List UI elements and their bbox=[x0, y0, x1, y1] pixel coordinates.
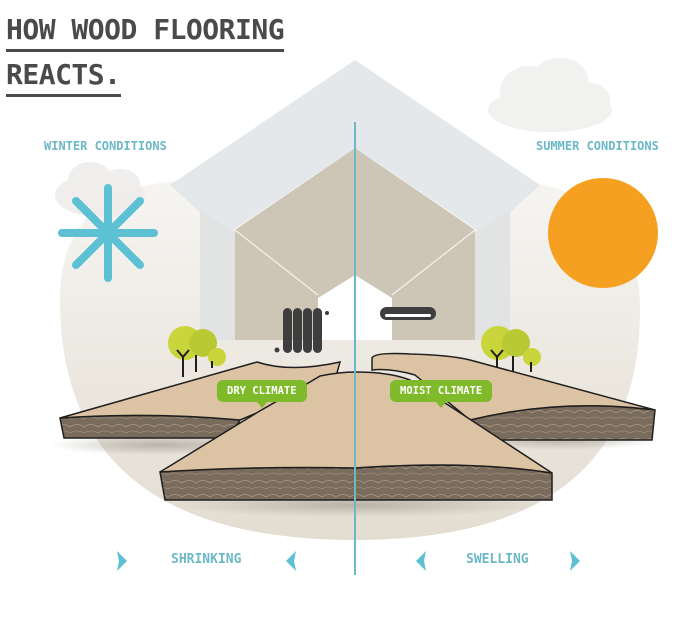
dry-climate-badge: DRY CLIMATE bbox=[217, 380, 307, 408]
shrinking-label: SHRINKING bbox=[171, 552, 242, 567]
house-wall-left bbox=[200, 210, 235, 340]
arrow-left-icon bbox=[286, 551, 296, 571]
snowflake-icon bbox=[58, 184, 158, 282]
arrow-right-icon bbox=[117, 551, 127, 571]
winter-conditions-heading: WINTER CONDITIONS bbox=[44, 139, 167, 153]
swelling-label: SWELLING bbox=[466, 552, 529, 567]
trees-left bbox=[168, 326, 226, 377]
house-wall-right bbox=[475, 210, 510, 340]
summer-conditions-heading: SUMMER CONDITIONS bbox=[536, 139, 659, 153]
cloud-right bbox=[488, 58, 612, 132]
arrow-right-icon bbox=[570, 551, 580, 571]
sun-icon bbox=[548, 178, 658, 288]
radiator-icon bbox=[274, 308, 329, 353]
air-conditioner-icon bbox=[380, 307, 436, 320]
page-title-line-2: REACTS. bbox=[6, 61, 121, 97]
trees-right bbox=[481, 326, 541, 374]
wood-plank-summer-back bbox=[371, 352, 656, 441]
arrow-left-icon bbox=[416, 551, 426, 571]
page-title-line-1: HOW WOOD FLOORING bbox=[6, 16, 285, 52]
moist-climate-badge: MOIST CLIMATE bbox=[390, 380, 493, 408]
